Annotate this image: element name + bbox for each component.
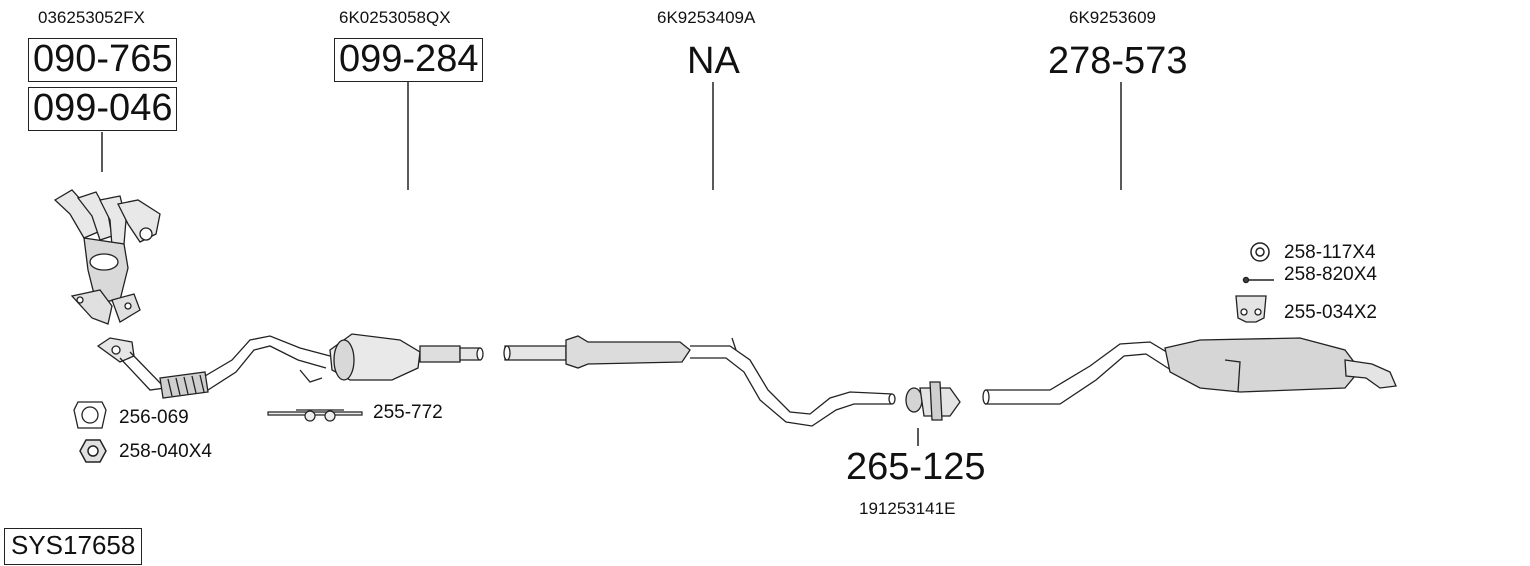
label-gasket[interactable]: 256-069 bbox=[119, 407, 189, 428]
part-number-clamp[interactable]: 265-125 bbox=[846, 446, 986, 488]
oe-number-middle: 6K9253409A bbox=[657, 8, 756, 27]
middle-silencer-icon bbox=[503, 335, 896, 427]
oe-number-manifold: 036253052FX bbox=[38, 8, 145, 27]
manifold-icon bbox=[53, 189, 161, 325]
label-mount-rear[interactable]: 255-034X2 bbox=[1284, 302, 1377, 323]
oe-number-clamp: 191253141E bbox=[859, 499, 956, 518]
mount-center-icon bbox=[267, 409, 363, 422]
part-number-converter[interactable]: 099-284 bbox=[334, 38, 484, 82]
label-mount-center[interactable]: 255-772 bbox=[373, 402, 443, 423]
part-number-middle[interactable]: NA bbox=[687, 40, 740, 82]
label-nut[interactable]: 258-040X4 bbox=[119, 441, 212, 462]
oe-number-converter: 6K0253058QX bbox=[339, 8, 451, 27]
label-ring[interactable]: 258-117X4 bbox=[1284, 242, 1376, 263]
label-bolt[interactable]: 258-820X4 bbox=[1284, 264, 1377, 285]
center-converter-icon bbox=[299, 333, 484, 383]
part-number-manifold-1[interactable]: 090-765 bbox=[28, 38, 178, 82]
part-number-rear[interactable]: 278-573 bbox=[1048, 40, 1188, 82]
nut-icon bbox=[79, 439, 107, 463]
bolt-icon bbox=[1242, 276, 1274, 284]
oe-number-rear: 6K9253609 bbox=[1069, 8, 1156, 27]
ring-icon bbox=[1250, 242, 1270, 262]
mount-rear-icon bbox=[1235, 295, 1267, 323]
gasket-icon bbox=[73, 401, 107, 429]
rear-muffler-icon bbox=[982, 337, 1397, 405]
clamp-icon bbox=[905, 381, 961, 421]
system-id: SYS17658 bbox=[4, 528, 143, 565]
part-number-manifold-2[interactable]: 099-046 bbox=[28, 87, 178, 131]
front-pipe-icon bbox=[96, 335, 331, 399]
